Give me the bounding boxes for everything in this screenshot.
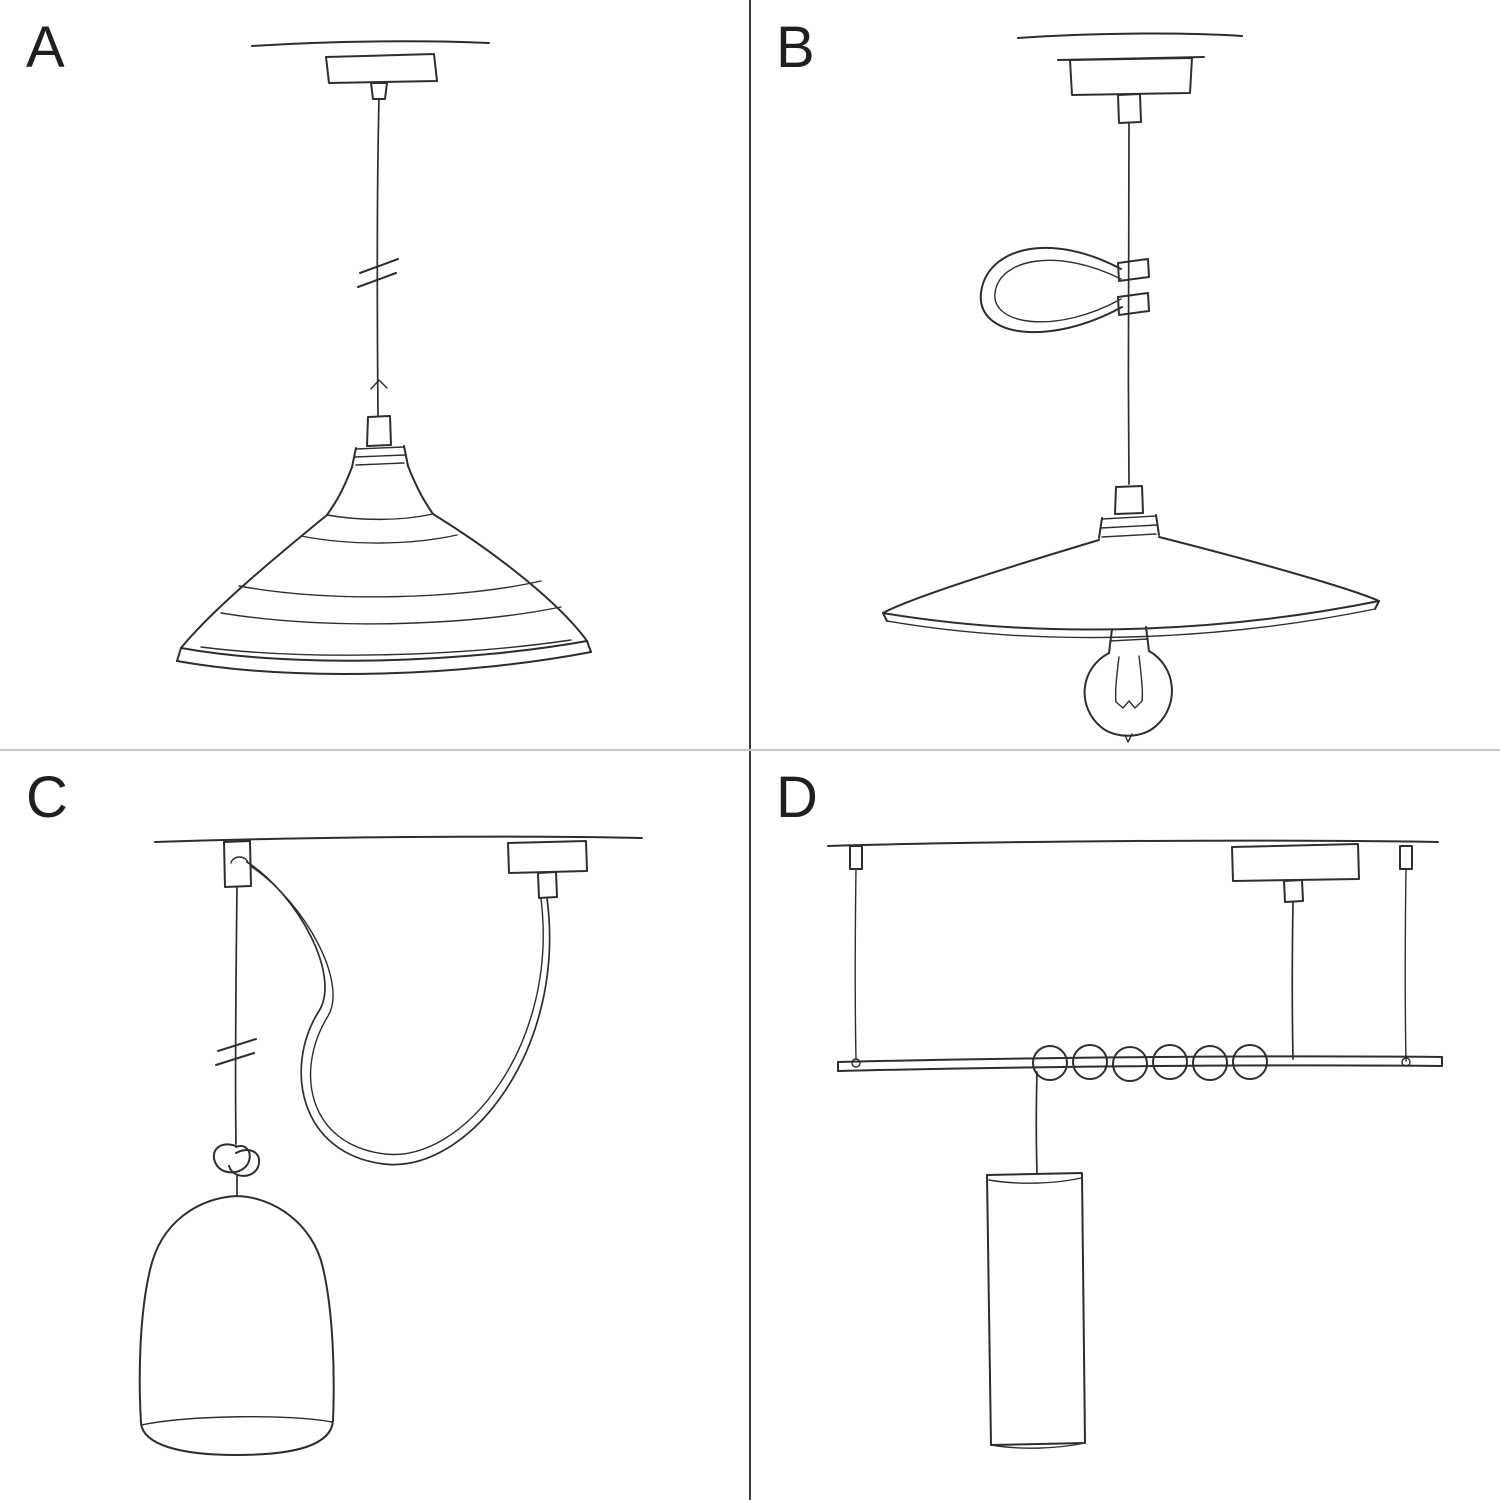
ceiling-line <box>827 839 1439 847</box>
swag-cable <box>246 861 551 1166</box>
panel-d-label: D <box>776 765 819 830</box>
metal-bistro-shade <box>176 513 592 675</box>
cable-length-mark <box>215 1038 257 1066</box>
ceiling-rose <box>1231 843 1360 903</box>
lamp-holder <box>1098 485 1160 539</box>
drop-cable <box>234 886 238 1145</box>
horizontal-bar <box>837 1055 1443 1072</box>
sketch-pendant-flat-shade-bulb <box>882 32 1380 743</box>
cable-knot <box>212 1143 261 1197</box>
cable-length-mark <box>357 258 399 390</box>
cable-hook-loop <box>979 246 1150 334</box>
ceiling-hook <box>223 840 252 888</box>
sketch-swag-pendant-bell-shade <box>138 835 643 1456</box>
ceiling-line <box>154 835 643 843</box>
ceiling-line <box>1017 32 1243 39</box>
sketch-bar-pendant-cylinder-shade <box>827 839 1443 1449</box>
drop-cable <box>1035 1071 1038 1174</box>
edison-bulb <box>1083 626 1173 743</box>
ceiling-rose <box>507 840 588 899</box>
cable-coils <box>1032 1044 1268 1082</box>
pendant-cable <box>376 98 380 417</box>
panel-a: A <box>0 0 750 750</box>
lamp-holder <box>326 415 434 521</box>
ceiling-rose <box>325 53 438 100</box>
panel-a-label: A <box>26 15 66 80</box>
cylinder-shade <box>986 1172 1086 1449</box>
panel-b-label: B <box>776 15 816 80</box>
center-cable <box>1291 901 1294 1060</box>
panel-c-label: C <box>26 765 69 830</box>
sketch-pendant-industrial-shade <box>176 40 592 675</box>
bell-dome-shade <box>138 1195 335 1456</box>
ceiling-rose <box>1057 56 1205 124</box>
panel-b: B <box>750 0 1500 750</box>
left-suspension-wire <box>849 845 863 1068</box>
flat-plate-shade <box>882 536 1380 639</box>
pendant-cable <box>1127 122 1130 485</box>
ceiling-line <box>251 40 490 47</box>
horizontal-divider <box>0 749 1500 751</box>
right-suspension-wire <box>1399 845 1413 1067</box>
panel-c: C <box>0 750 750 1500</box>
panel-d: D <box>750 750 1500 1500</box>
